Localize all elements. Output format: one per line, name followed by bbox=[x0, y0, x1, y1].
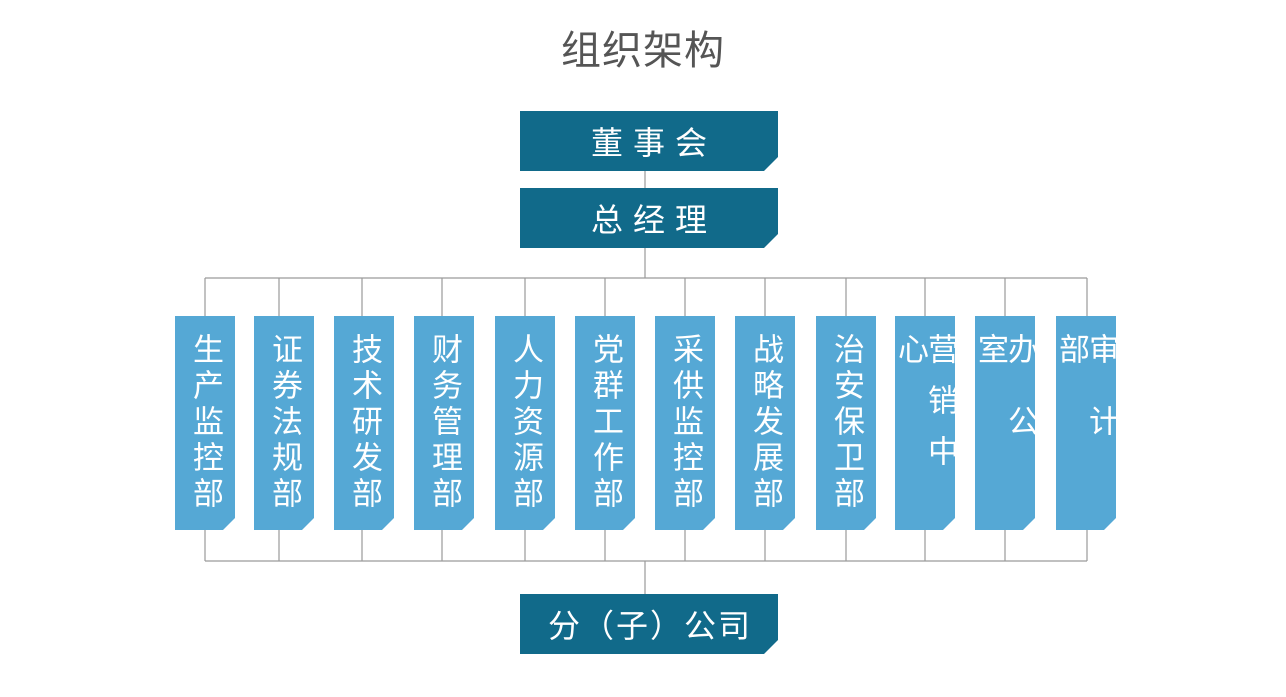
dept-label: 技术研发部 bbox=[346, 333, 382, 513]
general-manager-box: 总经理 bbox=[520, 188, 778, 248]
dept-box-finance: 财务管理部 bbox=[414, 316, 474, 530]
dept-box-securities-regulation: 证券法规部 bbox=[254, 316, 314, 530]
dept-label: 生产监控部 bbox=[187, 333, 223, 513]
board-of-directors-box: 董事会 bbox=[520, 111, 778, 171]
dept-box-marketing-center: 营销中心 bbox=[895, 316, 955, 530]
dept-box-party-affairs: 党群工作部 bbox=[575, 316, 635, 530]
dept-label: 营销中心 bbox=[892, 333, 958, 486]
dept-label: 人力资源部 bbox=[507, 333, 543, 513]
page-title: 组织架构 bbox=[561, 28, 725, 74]
dept-label: 战略发展部 bbox=[747, 333, 783, 513]
dept-box-human-resources: 人力资源部 bbox=[495, 316, 555, 530]
subsidiary-company-box: 分（子）公司 bbox=[520, 594, 778, 654]
dept-box-security: 治安保卫部 bbox=[816, 316, 876, 530]
dept-label: 证券法规部 bbox=[266, 333, 302, 513]
dept-box-procurement-monitoring: 采供监控部 bbox=[655, 316, 715, 530]
dept-label: 党群工作部 bbox=[587, 333, 623, 513]
dept-box-strategy: 战略发展部 bbox=[735, 316, 795, 530]
dept-label: 审计部 bbox=[1053, 333, 1119, 477]
dept-label: 办公室 bbox=[972, 333, 1038, 477]
dept-box-technology-rd: 技术研发部 bbox=[334, 316, 394, 530]
dept-box-office: 办公室 bbox=[975, 316, 1035, 530]
dept-label: 采供监控部 bbox=[667, 333, 703, 513]
dept-label: 治安保卫部 bbox=[828, 333, 864, 513]
dept-label: 财务管理部 bbox=[426, 333, 462, 513]
dept-box-production-monitoring: 生产监控部 bbox=[175, 316, 235, 530]
dept-box-audit: 审计部 bbox=[1056, 316, 1116, 530]
